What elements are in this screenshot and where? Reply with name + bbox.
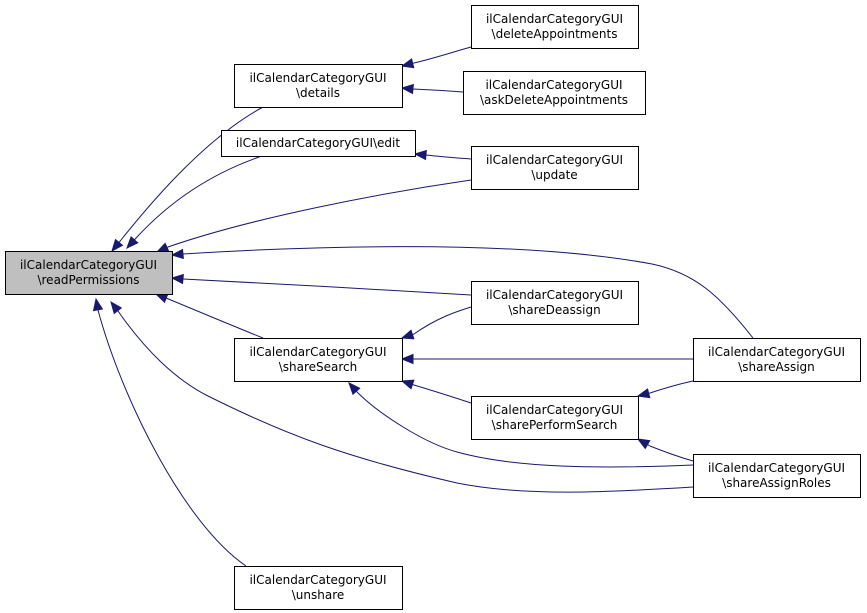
arrowhead — [400, 379, 415, 390]
node-shareDeassign[interactable]: ilCalendarCategoryGUI\shareDeassign — [471, 281, 639, 325]
node-shareAssign[interactable]: ilCalendarCategoryGUI\shareAssign — [693, 338, 861, 382]
node-label-line: ilCalendarCategoryGUI — [249, 345, 386, 359]
edge-shareAssign-to-readPermissions — [170, 246, 754, 339]
arrowhead — [348, 382, 361, 396]
node-shareAssignRoles[interactable]: ilCalendarCategoryGUI\shareAssignRoles — [693, 454, 861, 498]
node-readPermissions[interactable]: ilCalendarCategoryGUI\readPermissions — [5, 251, 173, 295]
edge-details-to-readPermissions — [111, 106, 264, 253]
edge-update-to-edit — [413, 149, 472, 161]
arrowhead — [154, 293, 169, 304]
node-label-line: ilCalendarCategoryGUI — [486, 403, 623, 417]
node-box — [234, 566, 403, 610]
edge-askDeleteAppointments-to-details — [400, 83, 464, 95]
node-label-line: \shareSearch — [279, 360, 358, 374]
arrowhead — [413, 149, 427, 161]
node-label-line: \readPermissions — [37, 273, 139, 287]
node-box — [471, 396, 639, 440]
node-label-line: ilCalendarCategoryGUI — [486, 288, 623, 302]
node-label-line: \sharePerformSearch — [492, 418, 618, 432]
arrowhead — [155, 242, 170, 253]
arrowhead — [400, 83, 414, 95]
node-shareSearch[interactable]: ilCalendarCategoryGUI\shareSearch — [234, 338, 403, 382]
node-label-line: ilCalendarCategoryGUI — [708, 461, 845, 475]
edge-shareAssign-to-shareSearch — [400, 353, 693, 365]
node-label-line: ilCalendarCategoryGUI — [249, 573, 386, 587]
arrowhead — [636, 388, 651, 399]
node-sharePerformSearch[interactable]: ilCalendarCategoryGUI\sharePerformSearch — [471, 396, 639, 440]
node-box — [693, 338, 861, 382]
arrowhead — [110, 300, 123, 315]
node-box — [471, 5, 639, 49]
edge-deleteAppointments-to-details — [400, 46, 472, 69]
node-box — [693, 454, 861, 498]
node-label-line: \askDeleteAppointments — [480, 93, 628, 107]
node-label-line: \shareAssign — [738, 360, 815, 374]
edge-shareSearch-to-readPermissions — [154, 293, 264, 339]
arrowhead — [92, 297, 104, 312]
edge-shareAssignRoles-to-readPermissions — [110, 300, 694, 493]
node-box — [471, 146, 639, 190]
arrowhead — [170, 248, 184, 260]
node-box — [463, 71, 646, 115]
edge-update-to-readPermissions — [155, 179, 472, 253]
node-update[interactable]: ilCalendarCategoryGUI\update — [471, 146, 639, 190]
node-unshare[interactable]: ilCalendarCategoryGUI\unshare — [234, 566, 403, 610]
node-label-line: \shareAssignRoles — [722, 476, 831, 490]
node-details[interactable]: ilCalendarCategoryGUI\details — [234, 64, 403, 108]
node-label-line: \deleteAppointments — [492, 27, 618, 41]
node-label-line: ilCalendarCategoryGUI — [708, 345, 845, 359]
edge-shareAssignRoles-to-shareSearch — [348, 382, 694, 468]
node-box — [234, 64, 403, 108]
arrowhead — [400, 353, 414, 365]
arrowhead — [400, 329, 415, 340]
edge-unshare-to-readPermissions — [92, 297, 247, 567]
node-label-line: ilCalendarCategoryGUI — [249, 71, 386, 85]
node-box — [221, 130, 416, 157]
node-deleteAppointments[interactable]: ilCalendarCategoryGUI\deleteAppointments — [471, 5, 639, 49]
node-label-line: ilCalendarCategoryGUI — [486, 12, 623, 26]
node-label-line: \details — [296, 86, 340, 100]
edges — [92, 46, 754, 567]
node-label-line: ilCalendarCategoryGUI — [486, 153, 623, 167]
arrowhead — [126, 235, 139, 249]
edge-shareDeassign-to-readPermissions — [170, 273, 472, 296]
arrowhead — [111, 238, 124, 253]
node-askDeleteAppointments[interactable]: ilCalendarCategoryGUI\askDeleteAppointme… — [463, 71, 646, 115]
arrowhead — [170, 273, 184, 285]
edge-shareDeassign-to-shareSearch — [400, 306, 472, 340]
node-edit[interactable]: ilCalendarCategoryGUI\edit — [221, 130, 416, 157]
edge-shareAssignRoles-to-sharePerformSearch — [636, 438, 694, 462]
node-label-line: ilCalendarCategoryGUI — [20, 258, 157, 272]
node-box — [5, 251, 173, 295]
node-label-line: ilCalendarCategoryGUI — [485, 78, 622, 92]
node-label-line: ilCalendarCategoryGUI\edit — [236, 136, 400, 150]
node-label-line: \update — [531, 168, 577, 182]
node-box — [234, 338, 403, 382]
edge-edit-to-readPermissions — [126, 155, 263, 249]
node-label-line: \shareDeassign — [508, 303, 600, 317]
arrowhead — [400, 58, 415, 69]
nodes: ilCalendarCategoryGUI\readPermissionsilC… — [5, 5, 861, 610]
edge-shareAssign-to-sharePerformSearch — [636, 380, 694, 399]
node-label-line: \unshare — [292, 588, 345, 602]
edge-sharePerformSearch-to-shareSearch — [400, 379, 472, 404]
arrowhead — [636, 438, 651, 450]
node-box — [471, 281, 639, 325]
